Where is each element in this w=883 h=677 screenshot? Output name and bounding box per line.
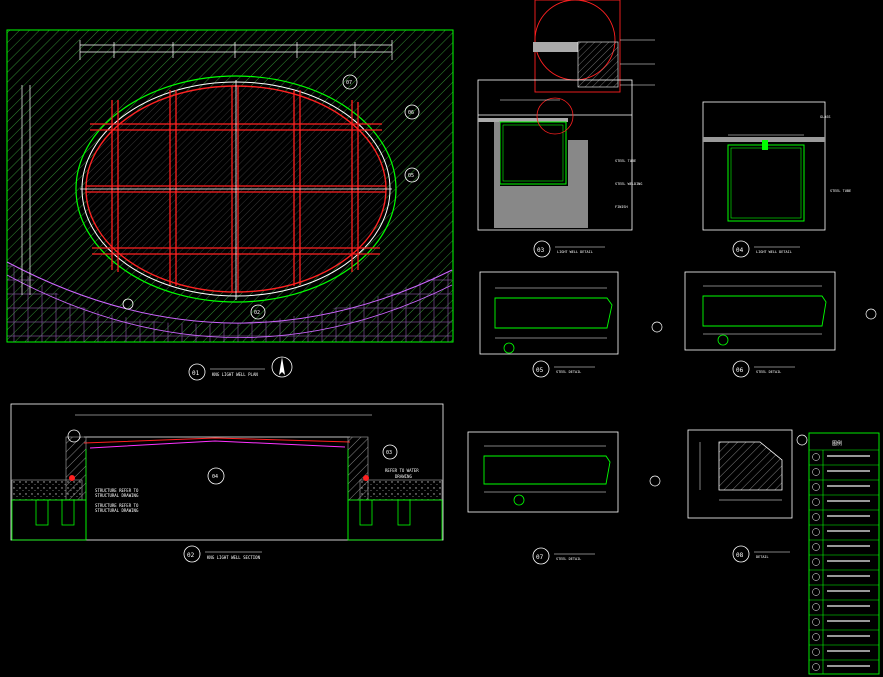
annotation-welding: STEEL WELDING	[615, 182, 642, 186]
view-number: 01	[192, 370, 200, 377]
legend-symbol-icon	[812, 483, 820, 491]
legend-symbol-icon	[812, 633, 820, 641]
legend-symbol-icon	[812, 648, 820, 656]
legend-symbol-icon	[812, 618, 820, 626]
annotation-glass: GLASS	[820, 115, 831, 119]
view-caption: KNG LIGHT WELL SECTION	[207, 555, 261, 560]
callout-label: 07	[346, 80, 352, 86]
callout-label: 06	[408, 110, 414, 116]
legend-symbol-icon	[812, 573, 820, 581]
legend-symbol-icon	[812, 663, 820, 671]
annotation-structure: STRUCTURE REFER TO	[95, 488, 139, 493]
annotation-drawing: STRUCTURAL DRAWING	[95, 493, 139, 498]
legend-symbol-icon	[812, 453, 820, 461]
legend-symbol-icon	[812, 513, 820, 521]
annotation-steel-tube: STEEL TUBE	[830, 189, 851, 193]
annotation-drawing-3: DRAWING	[395, 474, 412, 479]
detail-07: 07 STEEL DETAIL	[467, 431, 661, 565]
view-caption: STEEL DETAIL	[556, 370, 581, 374]
detail-05: 05 STEEL DETAIL	[479, 271, 663, 378]
plan-view-01: 07 06 05 02 01 KNG LIGHT WELL PLAN	[6, 29, 454, 381]
detail-08: 08 DETAIL	[687, 429, 808, 563]
legend-symbol-icon	[812, 468, 820, 476]
view-number: 04	[736, 247, 744, 254]
view-caption: DETAIL	[756, 555, 769, 559]
top-partial-detail	[533, 0, 655, 93]
view-number: 06	[736, 367, 744, 374]
callout-label: 02	[254, 310, 260, 316]
callout-label: 04	[212, 474, 218, 480]
legend-symbol-icon	[812, 558, 820, 566]
view-caption: LIGHT WELL DETAIL	[756, 250, 792, 254]
view-caption: LIGHT WELL DETAIL	[557, 250, 593, 254]
view-caption: STEEL DETAIL	[556, 557, 581, 561]
annotation-steel-tube: STEEL TUBE	[615, 159, 636, 163]
annotation-drawing-2: STRUCTURAL DRAWING	[95, 508, 139, 513]
legend-symbol-icon	[812, 528, 820, 536]
legend-symbol-icon	[812, 543, 820, 551]
view-caption: STEEL DETAIL	[756, 370, 781, 374]
view-number: 08	[736, 552, 744, 559]
view-number: 05	[536, 367, 544, 374]
legend-symbol-icon	[812, 603, 820, 611]
section-view-02: 04 03 STRUCTURE REFER TO STRUCTURAL DRAW…	[10, 403, 444, 563]
legend-title: 图例	[832, 440, 842, 447]
callout-label: 03	[386, 450, 392, 456]
legend-table: 图例	[808, 432, 880, 675]
detail-03: 03 LIGHT WELL DETAIL STEEL TUBE STEEL WE…	[477, 79, 642, 258]
legend-symbol-icon	[812, 588, 820, 596]
callout-label: 05	[408, 173, 414, 179]
detail-04: 04 LIGHT WELL DETAIL GLASS STEEL TUBE	[702, 101, 851, 258]
view-caption: KNG LIGHT WELL PLAN	[212, 372, 258, 377]
annotation-water: REFER TO WATER	[385, 468, 419, 473]
annotation-structure-2: STRUCTURE REFER TO	[95, 503, 139, 508]
detail-06: 06 STEEL DETAIL	[684, 271, 877, 378]
view-number: 03	[537, 247, 545, 254]
legend-symbol-icon	[812, 498, 820, 506]
annotation-finish: FINISH	[615, 205, 628, 209]
view-number: 02	[187, 552, 195, 559]
view-number: 07	[536, 554, 544, 561]
